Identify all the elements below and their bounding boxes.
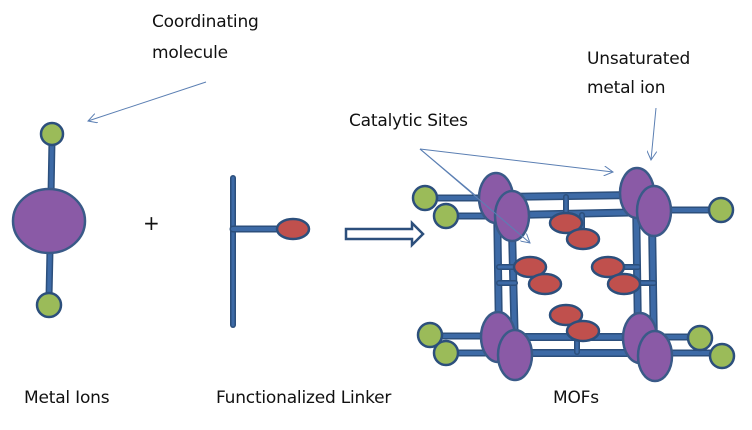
- reaction-arrow: [344, 219, 425, 249]
- metal-node: [496, 328, 534, 382]
- label-mofs: MOFs: [553, 388, 599, 408]
- catalytic-site: [606, 272, 642, 296]
- label-metal-ions: Metal Ions: [24, 388, 110, 408]
- label-unsaturated-line2: metal ion: [587, 78, 666, 98]
- catalytic-site: [590, 255, 626, 279]
- catalytic-site: [565, 319, 601, 343]
- arrow-unsaturated-metal-ion: [651, 107, 656, 160]
- coordinating-molecule: [39, 121, 65, 147]
- label-catalytic-sites: Catalytic Sites: [349, 111, 468, 131]
- coordinating-molecule: [432, 202, 460, 230]
- metal-node: [493, 189, 531, 243]
- hollow-arrow: [344, 219, 425, 249]
- coordinating-molecule: [432, 339, 460, 367]
- arrow-catalytic-site-left: [419, 148, 476, 196]
- catalytic-site: [275, 217, 311, 241]
- metal-node: [636, 329, 674, 383]
- bond: [47, 248, 52, 299]
- label-coordinating-molecule-line1: Coordinating: [152, 12, 259, 32]
- metal-ion-molecule: [11, 121, 87, 319]
- coordinating-molecule: [707, 196, 735, 224]
- coordinating-molecule: [411, 184, 439, 212]
- functionalized-linker: [229, 175, 311, 328]
- metal-node: [11, 187, 87, 255]
- coordinating-molecule: [416, 321, 444, 349]
- arrow-catalytic-site-right: [419, 148, 613, 172]
- catalytic-site: [565, 227, 601, 251]
- label-unsaturated-line1: Unsaturated: [587, 49, 691, 69]
- metal-node: [635, 184, 673, 238]
- plus-sign: +: [143, 211, 160, 235]
- arrow-coordinating-molecule: [88, 81, 207, 121]
- coordinating-molecule: [686, 324, 714, 352]
- bond: [49, 138, 54, 197]
- catalytic-site: [548, 211, 584, 235]
- mof-framework: [411, 166, 736, 383]
- label-coordinating-molecule-line2: molecule: [152, 43, 228, 63]
- catalytic-site: [527, 272, 563, 296]
- annotation-arrows: [88, 81, 656, 243]
- label-functionalized-linker: Functionalized Linker: [216, 388, 392, 408]
- catalytic-site: [512, 255, 548, 279]
- coordinating-molecule: [708, 342, 736, 370]
- catalytic-site: [548, 303, 584, 327]
- coordinating-molecule: [35, 291, 63, 319]
